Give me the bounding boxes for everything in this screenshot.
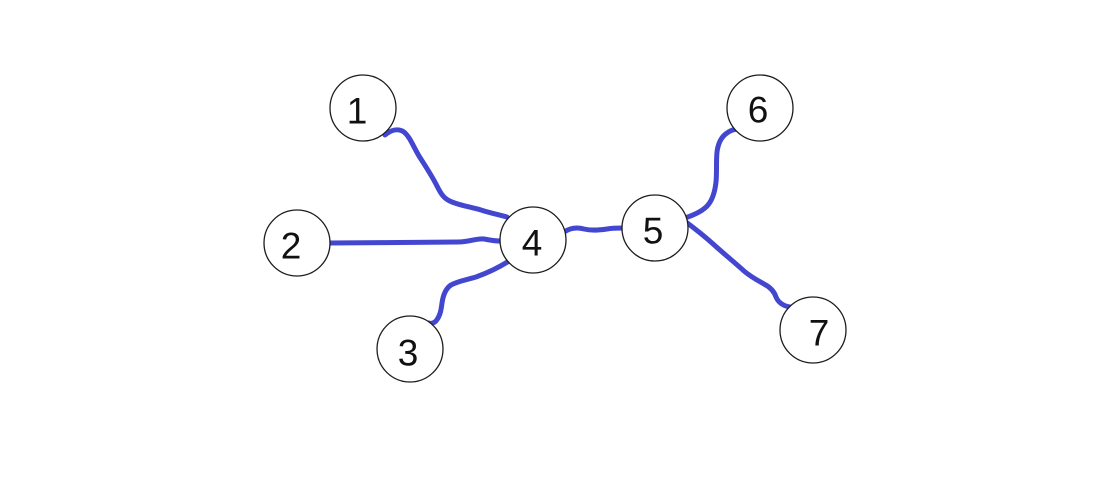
edge-4-3[interactable] xyxy=(426,258,512,326)
node-label: 3 xyxy=(398,333,419,374)
node-6[interactable]: 6 xyxy=(726,74,794,142)
node-circle[interactable] xyxy=(726,74,794,142)
edge-4-5[interactable] xyxy=(561,225,625,235)
edge-1-4[interactable] xyxy=(382,127,510,220)
edge-2-4[interactable] xyxy=(326,236,503,246)
node-circle[interactable] xyxy=(621,194,689,262)
node-label: 6 xyxy=(748,90,769,131)
node-label: 1 xyxy=(347,91,368,132)
node-circle[interactable] xyxy=(779,296,847,364)
node-circle[interactable] xyxy=(499,206,567,274)
node-7[interactable]: 7 xyxy=(779,296,847,364)
node-2[interactable]: 2 xyxy=(263,209,331,277)
nodes-layer: 1 2 3 4 5 6 7 xyxy=(263,74,847,383)
edges-layer xyxy=(326,126,793,326)
node-1[interactable]: 1 xyxy=(329,74,397,142)
node-4[interactable]: 4 xyxy=(499,206,567,274)
node-label: 2 xyxy=(281,226,302,267)
edge-5-6[interactable] xyxy=(682,126,742,221)
node-circle[interactable] xyxy=(263,209,331,277)
node-3[interactable]: 3 xyxy=(376,315,444,383)
node-circle[interactable] xyxy=(329,74,397,142)
node-circle[interactable] xyxy=(376,315,444,383)
node-5[interactable]: 5 xyxy=(621,194,689,262)
node-label: 7 xyxy=(809,313,830,354)
node-label: 5 xyxy=(643,211,664,252)
node-label: 4 xyxy=(522,223,543,264)
edge-5-7[interactable] xyxy=(683,219,793,310)
